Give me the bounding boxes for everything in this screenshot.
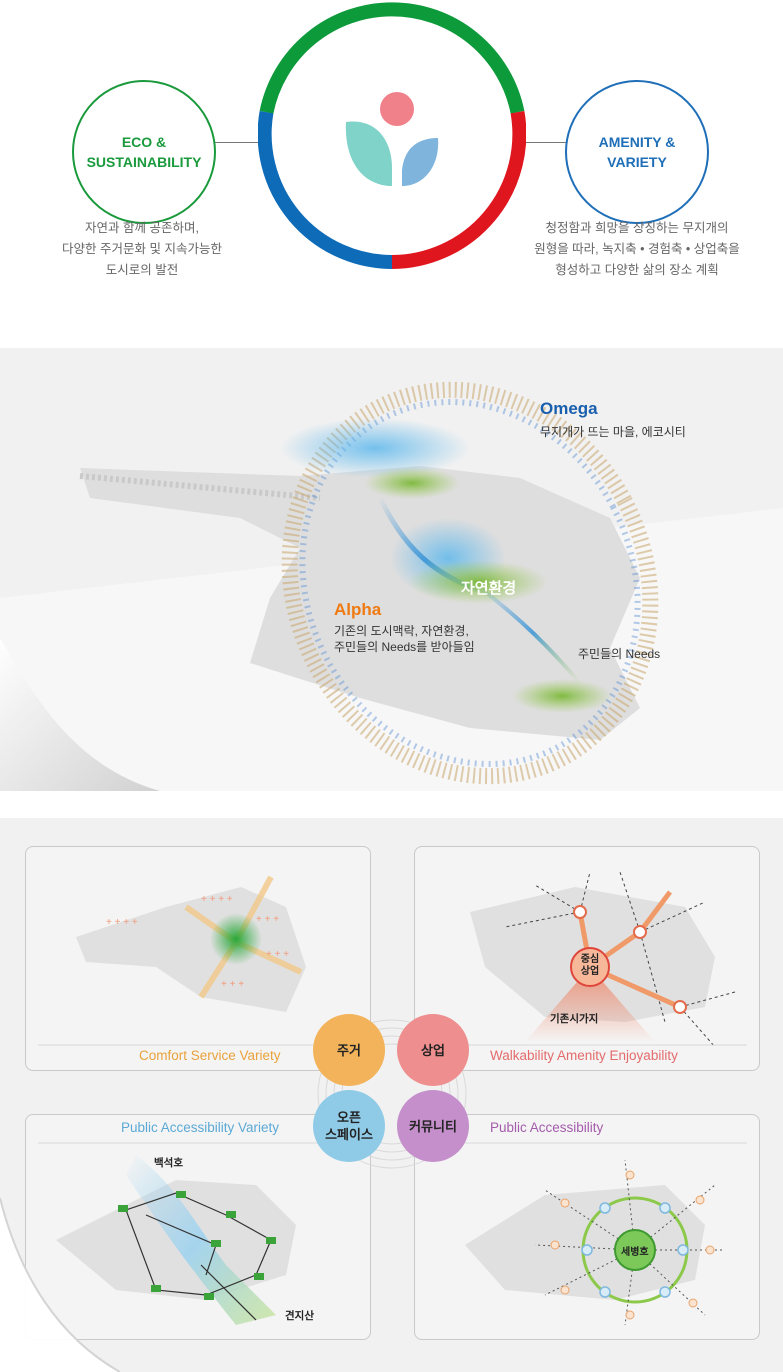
sebyeong-lake-label: 세병호	[621, 1247, 649, 1258]
amenity-title-line2: VARIETY	[607, 154, 667, 170]
open-space-panel: 백석호 견지산	[25, 1114, 371, 1340]
alpha-description: 기존의 도시맥락, 자연환경, 주민들의 Needs를 받아들임	[334, 623, 475, 655]
green-cloud-bottom	[512, 679, 612, 713]
open-space-label-line2: 스페이스	[325, 1127, 373, 1142]
logo-right-leaf	[402, 138, 439, 186]
old-town-label: 기존시가지	[550, 1013, 599, 1025]
streak-2	[478, 586, 582, 685]
housing-petal: 주거	[313, 1014, 385, 1086]
concept-section: Omega 무지개가 뜨는 마을, 에코시티 자연환경 Alpha 기존의 도시…	[0, 348, 783, 791]
svg-text:+ + +: + + +	[221, 979, 244, 990]
community-label: 커뮤니티	[409, 1118, 457, 1134]
svg-text:+ + + +: + + + +	[106, 917, 138, 928]
themes-section: + + + + + + + + + + + + + + + + + Comfort S…	[0, 818, 783, 1372]
comfort-title: Comfort Service Variety	[139, 1048, 281, 1063]
blue-cloud-top	[280, 418, 470, 478]
sebyeong-lake-hub	[614, 1229, 656, 1271]
needs-label: 주민들의 Needs	[578, 647, 661, 661]
eco-title-line1: ECO &	[121, 134, 167, 150]
center-label: 자연환경	[461, 580, 517, 597]
amenity-desc-line: 청정함과 희망을 상징하는 무지개의	[545, 221, 729, 235]
eco-desc-line: 다양한 주거문화 및 지속가능한	[62, 242, 222, 256]
amenity-desc-line: 형성하고 다양한 삶의 장소 계획	[555, 263, 719, 277]
eco-title-line2: SUSTAINABILITY	[86, 154, 202, 170]
hub-line: 중심	[580, 954, 600, 965]
community-title: Public Accessibility	[490, 1120, 604, 1135]
site-plan-shape	[80, 466, 640, 740]
eco-desc-line: 자연과 함께 공존하며,	[85, 221, 199, 235]
ring-red-arc	[391, 111, 526, 269]
commerce-label: 상업	[421, 1042, 445, 1058]
hub-line: 상업	[580, 966, 600, 977]
walkability-panel: 중심 상업 기존시가지	[414, 846, 760, 1071]
eco-desc-line: 도시로의 발전	[105, 263, 179, 277]
community-diagram	[427, 1142, 747, 1326]
open-space-diagram	[38, 1142, 358, 1325]
comfort-diagram: + + + + + + + + + + + + + + + + +	[38, 875, 358, 1046]
comfort-green-core	[210, 913, 262, 965]
logo-left-leaf	[345, 121, 392, 186]
housing-label: 주거	[337, 1042, 361, 1058]
alpha-title: Alpha	[334, 600, 382, 619]
page-curl	[0, 638, 160, 791]
page-curl-bottom	[0, 1197, 120, 1372]
svg-text:+ + + +: + + + +	[201, 894, 233, 905]
eco-sustainability-circle: ECO & SUSTAINABILITY	[72, 80, 216, 224]
left-connector	[215, 142, 265, 143]
baekseok-lake-label: 백석호	[154, 1157, 183, 1169]
omega-description: 무지개가 뜨는 마을, 에코시티	[540, 425, 686, 439]
amenity-desc-line: 원형을 따라, 녹지축 • 경험축 • 상업축을	[534, 242, 740, 256]
comfort-panel: + + + + + + + + + + + + + + + + +	[25, 846, 371, 1071]
streak-1	[377, 496, 501, 601]
walkability-title: Walkability Amenity Enjoyability	[490, 1048, 678, 1063]
open-space-title: Public Accessibility Variety	[121, 1120, 280, 1135]
open-space-petal: 오픈 스페이스	[313, 1090, 385, 1162]
commerce-petal: 상업	[397, 1014, 469, 1086]
open-space-label-line1: 오픈	[337, 1110, 361, 1125]
alpha-desc-line1: 기존의 도시맥락, 자연환경,	[334, 624, 469, 638]
amenity-title-line1: AMENITY &	[598, 134, 676, 150]
svg-text:+ + +: + + +	[266, 949, 289, 960]
community-panel: 세병호	[414, 1114, 760, 1340]
rainbow-ring	[258, 2, 526, 269]
community-petal: 커뮤니티	[397, 1090, 469, 1162]
ring-blue-arc	[258, 111, 393, 269]
concept-diagram	[0, 381, 783, 791]
amenity-variety-circle: AMENITY & VARIETY	[565, 80, 709, 224]
green-cloud-top	[364, 467, 460, 499]
svg-text:+ + +: + + +	[256, 914, 279, 925]
alpha-desc-line2: 주민들의 Needs를 받아들임	[334, 640, 475, 654]
omega-title: Omega	[540, 399, 598, 418]
ring-green-arc	[259, 2, 525, 114]
walkability-diagram	[427, 871, 747, 1048]
old-town-cone	[525, 967, 655, 1042]
amenity-description: 청정함과 희망을 상징하는 무지개의 원형을 따라, 녹지축 • 경험축 • 상…	[512, 218, 762, 281]
gyeonji-mountain-label: 견지산	[285, 1310, 314, 1322]
eco-description: 자연과 함께 공존하며, 다양한 주거문화 및 지속가능한 도시로의 발전	[40, 218, 244, 281]
right-connector	[518, 142, 568, 143]
commerce-hub-label: 중심 상업	[576, 954, 604, 978]
commerce-hub	[570, 947, 610, 987]
logo-dot	[380, 92, 414, 126]
